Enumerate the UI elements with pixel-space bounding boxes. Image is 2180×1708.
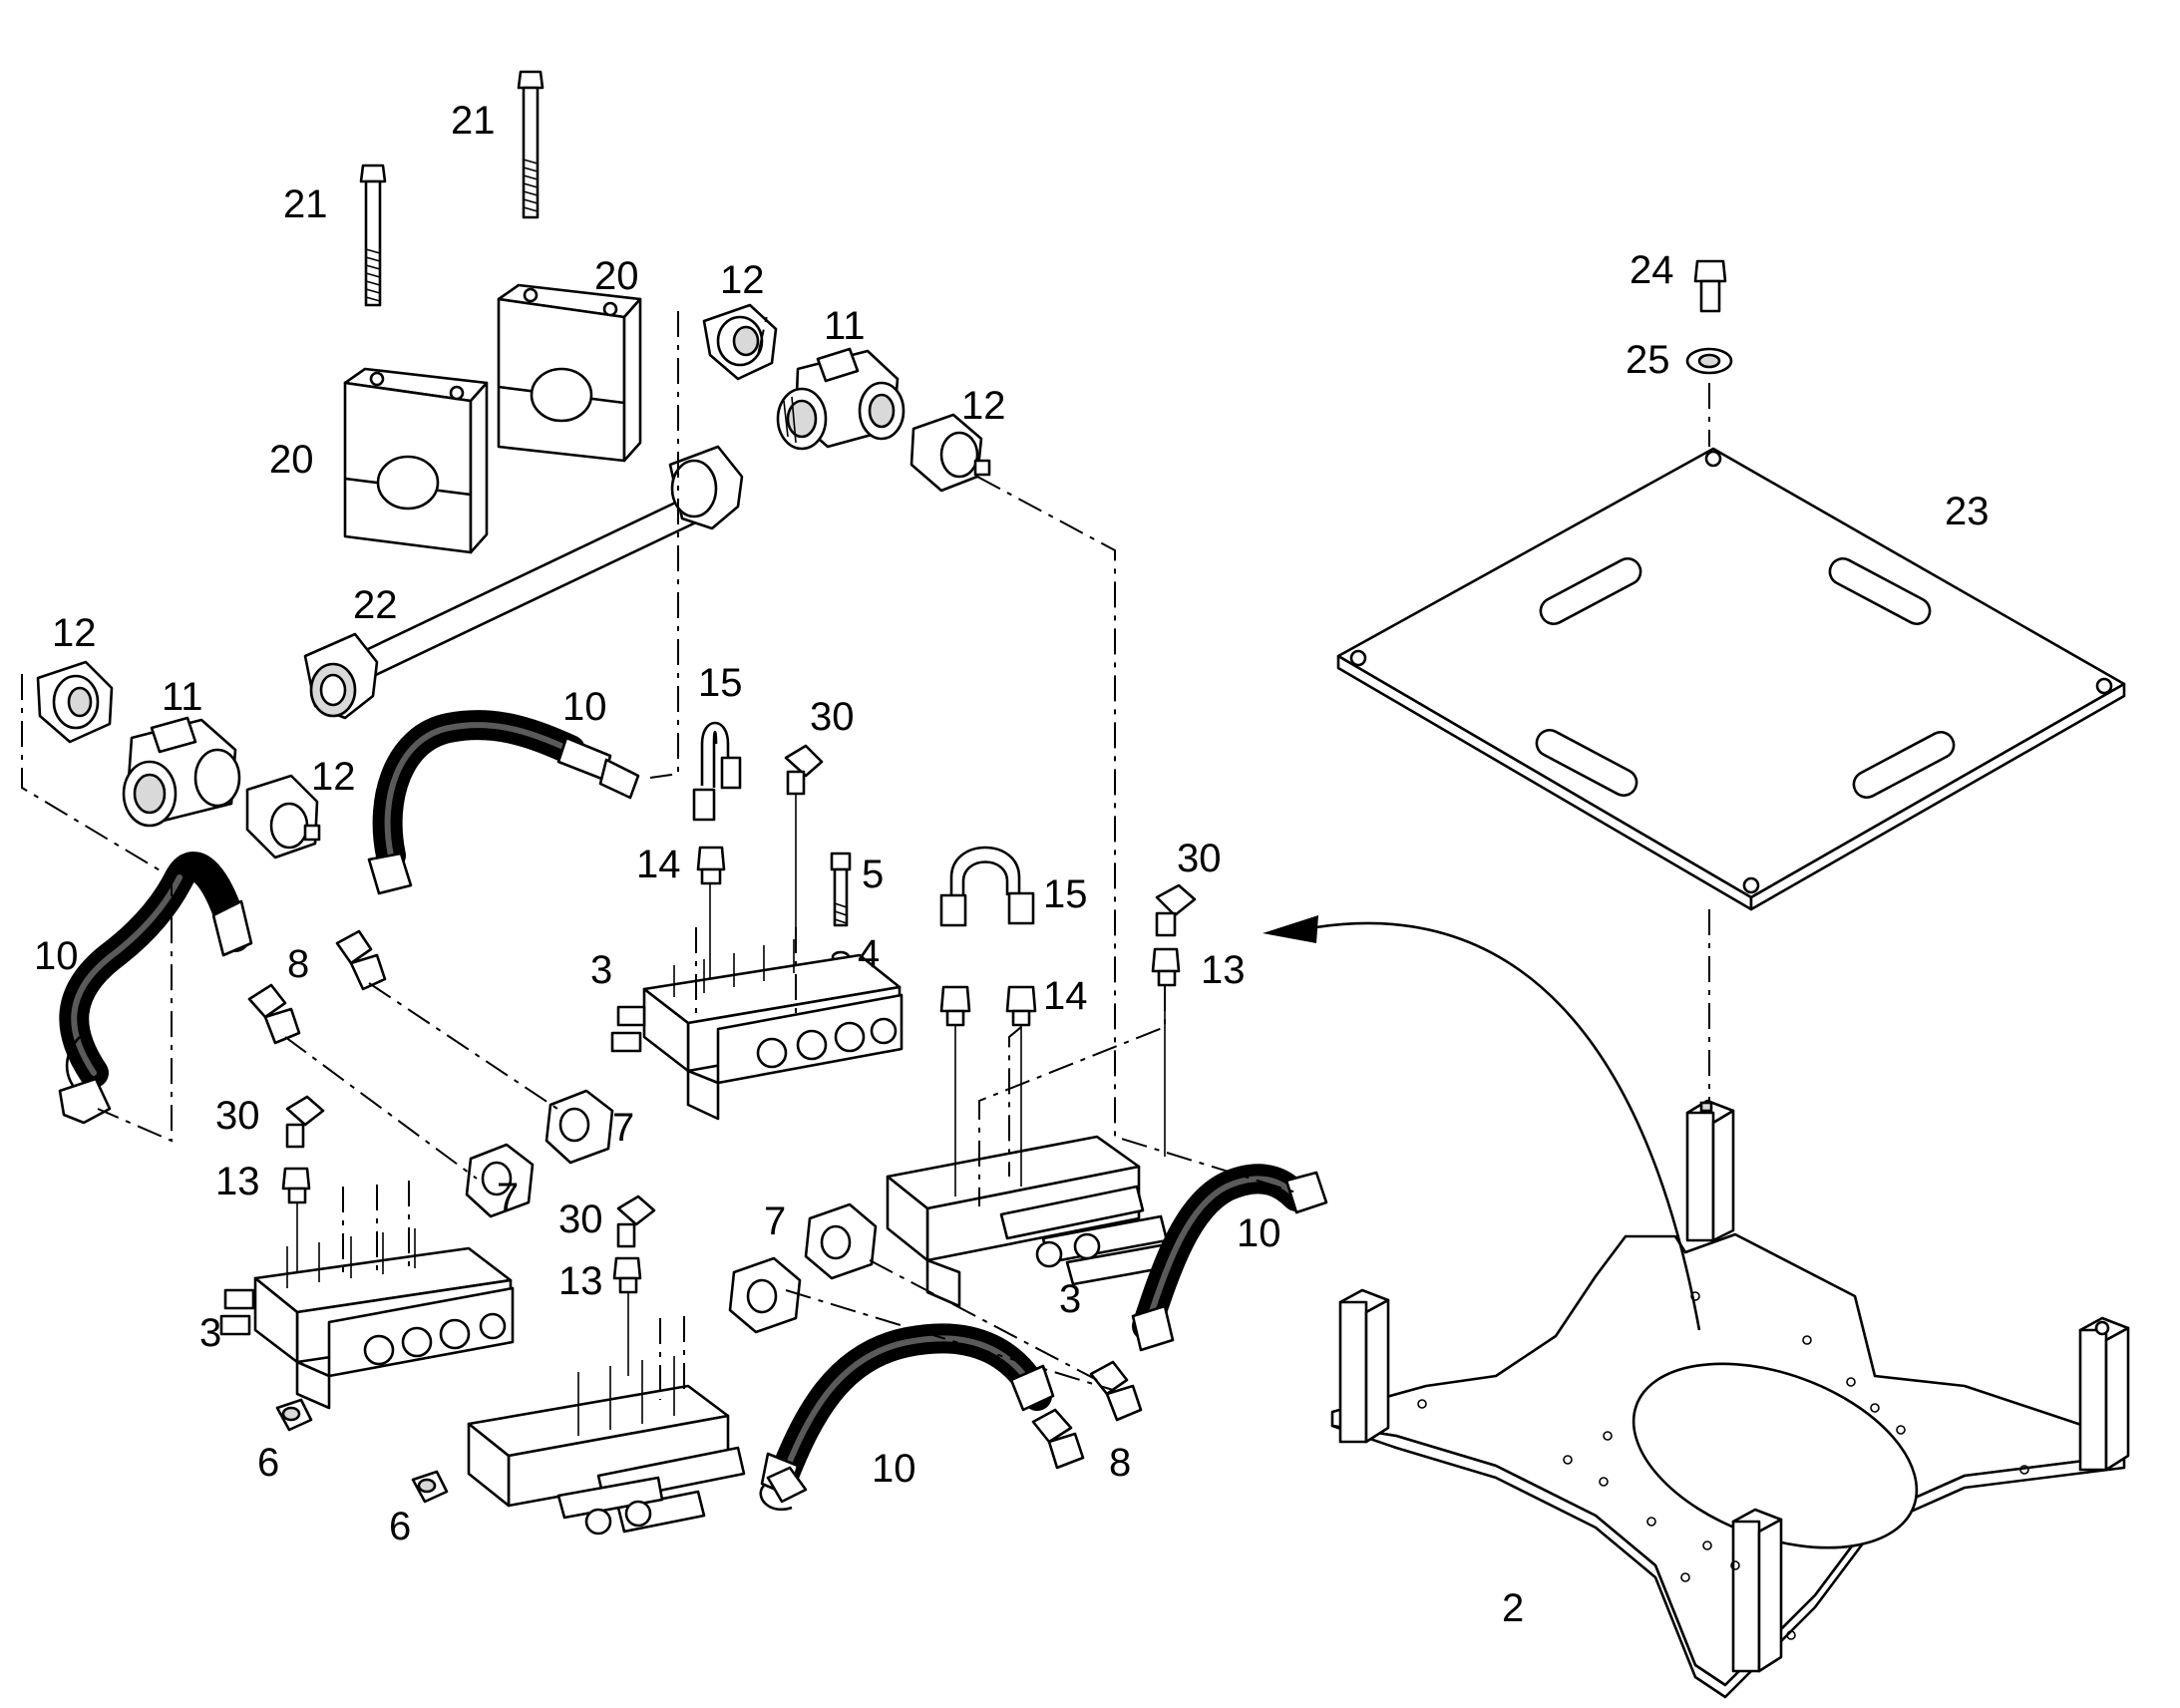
washer-25 xyxy=(1685,347,1733,375)
bolt-21-right xyxy=(517,70,545,219)
callout-8-upper: 8 xyxy=(287,942,309,986)
callout-4: 4 xyxy=(858,932,880,976)
elbow-8-upper-b xyxy=(247,983,301,1045)
callout-15-upper: 15 xyxy=(698,661,743,705)
nipple-14-right-b xyxy=(1005,985,1037,1027)
callout-30-left: 30 xyxy=(215,1094,260,1138)
valve-block-3-left xyxy=(219,1228,515,1410)
callout-14-upper: 14 xyxy=(636,843,681,886)
callout-13-left: 13 xyxy=(215,1160,260,1203)
callout-10-upper: 10 xyxy=(562,685,607,729)
base-post-front xyxy=(1731,1508,1783,1673)
callout-20-back: 20 xyxy=(594,254,639,298)
elbow-30-bottom xyxy=(616,1195,656,1248)
tube-15-right xyxy=(939,846,1035,927)
bolt-5 xyxy=(830,852,852,964)
callout-12-top-left: 12 xyxy=(720,258,765,302)
callout-7-bottom: 7 xyxy=(764,1199,786,1243)
callout-11-left: 11 xyxy=(162,675,203,719)
nut-12-left-lower xyxy=(245,774,321,859)
callout-11-top: 11 xyxy=(824,304,866,348)
nipple-13-bottom xyxy=(612,1256,642,1376)
valve-block-bottom xyxy=(467,1356,746,1536)
callout-22: 22 xyxy=(353,583,398,627)
callout-3-right: 3 xyxy=(1059,1277,1081,1321)
callout-10-left: 10 xyxy=(34,934,79,978)
callout-13-bottom: 13 xyxy=(558,1259,603,1303)
nipple-14-right-a xyxy=(939,985,971,1027)
clamp-20-front xyxy=(343,367,489,554)
callout-15-right: 15 xyxy=(1043,872,1088,916)
callout-2: 2 xyxy=(1502,1586,1524,1630)
elbow-8-bottom-b xyxy=(1031,1408,1085,1470)
callout-6-left: 6 xyxy=(257,1441,279,1485)
clamp-20-back xyxy=(497,283,642,463)
elbow-30-upper xyxy=(784,744,824,927)
elbow-30-left xyxy=(285,1095,325,1149)
hose-10-upper xyxy=(367,710,640,895)
hose-10-bottom xyxy=(759,1323,1055,1512)
callout-14-right: 14 xyxy=(1043,974,1088,1018)
callout-12-top-right: 12 xyxy=(961,384,1006,428)
bolt-21-left xyxy=(359,164,387,307)
tee-7-upper-a xyxy=(545,1089,614,1165)
bolt-24 xyxy=(1693,259,1727,313)
elbow-8-bottom-a xyxy=(1089,1360,1143,1422)
pipe-22 xyxy=(303,445,744,720)
valve-block-3-right xyxy=(886,985,1175,1308)
callout-7-upper-a: 7 xyxy=(612,1106,634,1150)
base-frame-2 xyxy=(1330,1099,2130,1699)
tee-7-bottom-b xyxy=(728,1256,802,1334)
callout-labels: 21 21 20 20 12 11 12 22 12 11 12 10 15 3… xyxy=(34,99,1990,1630)
callout-5: 5 xyxy=(862,853,884,896)
callout-21-right: 21 xyxy=(283,182,328,226)
base-post-left xyxy=(1338,1288,1390,1444)
assembly-center-lines xyxy=(21,310,1710,1400)
plug-6-bottom xyxy=(411,1470,449,1504)
callout-12-left-upper: 12 xyxy=(52,611,97,655)
base-post-center xyxy=(1685,1099,1735,1242)
nipple-14-upper xyxy=(696,846,726,1007)
tee-7-bottom-a xyxy=(804,1202,878,1280)
plate-23 xyxy=(1336,447,2126,911)
tee-7-upper-b xyxy=(465,1143,535,1218)
nipple-13-right xyxy=(1151,947,1181,987)
callout-30-bottom: 30 xyxy=(558,1197,603,1241)
elbow-30-right xyxy=(1155,883,1197,937)
callout-3-left: 3 xyxy=(199,1311,221,1355)
callout-23: 23 xyxy=(1945,490,1990,533)
callout-7-upper-b: 7 xyxy=(497,1176,519,1219)
callout-21-left: 21 xyxy=(451,99,496,143)
tube-15-upper xyxy=(692,721,742,822)
callout-13-right: 13 xyxy=(1201,948,1246,992)
cross-fitting-11-left xyxy=(122,716,241,828)
valve-block-3-upper xyxy=(610,939,904,1121)
callout-6-bottom: 6 xyxy=(389,1505,411,1548)
callout-25: 25 xyxy=(1626,338,1670,382)
callout-3-upper: 3 xyxy=(590,948,612,992)
nut-12-top-left xyxy=(702,303,778,381)
hose-10-left xyxy=(58,852,253,1125)
callout-12-left-lower: 12 xyxy=(311,755,356,799)
callout-10-right: 10 xyxy=(1237,1211,1281,1255)
callout-30-upper: 30 xyxy=(810,695,855,739)
elbow-8-upper-a xyxy=(335,929,387,991)
nut-12-left-upper xyxy=(36,660,114,744)
base-post-right xyxy=(2078,1316,2130,1472)
callout-24: 24 xyxy=(1630,248,1674,292)
callout-10-bottom: 10 xyxy=(872,1447,916,1491)
plug-6-left xyxy=(275,1398,313,1432)
cross-fitting-11-top xyxy=(776,347,906,451)
callout-20-front: 20 xyxy=(269,438,314,482)
callout-30-right: 30 xyxy=(1177,837,1222,880)
hose-10-right xyxy=(1131,1164,1328,1352)
assembly-arrow xyxy=(1263,915,1701,1331)
callout-8-bottom: 8 xyxy=(1109,1441,1131,1485)
